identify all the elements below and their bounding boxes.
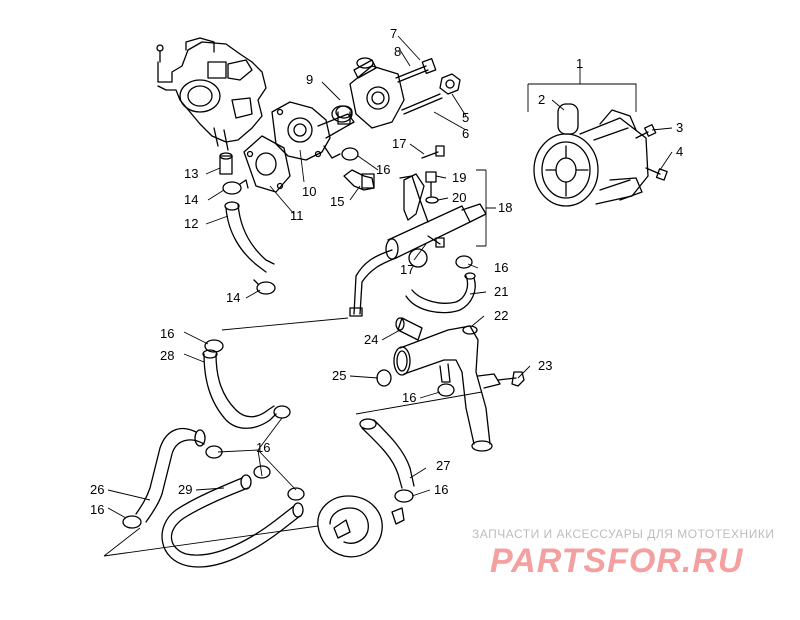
bracket-18 <box>403 173 425 221</box>
callout-16e: 16 <box>160 326 174 341</box>
clamp-16-g <box>122 515 142 529</box>
callout-12: 12 <box>184 216 198 231</box>
callout-3: 3 <box>676 120 683 135</box>
watermark-logo: PARTSFOR.RU <box>490 542 744 580</box>
clamp-16-a <box>341 147 359 161</box>
throttle-body <box>156 37 267 151</box>
lower-engine-fitting <box>317 495 405 558</box>
leader-bracket-18 <box>476 169 496 247</box>
hose-21 <box>405 272 476 314</box>
clamp-14-upper <box>222 179 249 195</box>
leader-bracket-1 <box>527 83 637 112</box>
leader-hose-28 <box>221 317 349 331</box>
bolt-23 <box>497 371 525 387</box>
bolt-7 <box>395 58 437 83</box>
callout-2: 2 <box>538 92 545 107</box>
callout-17b: 17 <box>400 262 414 277</box>
thermostat-cover <box>349 57 405 129</box>
callout-16d: 16 <box>434 482 448 497</box>
callout-20: 20 <box>452 190 466 205</box>
clamp-16-e <box>204 339 224 353</box>
callout-19: 19 <box>452 170 466 185</box>
thermostat <box>335 105 353 125</box>
pump-o-ring <box>557 103 579 135</box>
callout-7: 7 <box>390 26 397 41</box>
callout-28: 28 <box>160 348 174 363</box>
callout-16g: 16 <box>90 502 104 517</box>
callout-26: 26 <box>90 482 104 497</box>
fitting-24 <box>395 317 423 341</box>
stud-6 <box>401 93 443 115</box>
clamp-16-f <box>273 405 291 419</box>
callout-labels: 1 2 3 4 5 6 7 8 9 10 11 12 13 14 14 15 1… <box>90 26 683 517</box>
hose-26 <box>135 427 206 523</box>
nut-5 <box>439 73 461 95</box>
water-pump <box>533 109 649 207</box>
o-ring-25 <box>376 369 392 387</box>
callout-4: 4 <box>676 144 683 159</box>
clamp-16-b <box>455 255 473 269</box>
clamp-16-c <box>437 383 455 397</box>
clamp-16-d <box>394 489 414 503</box>
callout-18: 18 <box>498 200 512 215</box>
callout-16a: 16 <box>376 162 390 177</box>
pump-bolt-4 <box>645 167 668 181</box>
pump-bolt-3 <box>635 124 657 139</box>
leader-lines <box>107 35 673 519</box>
housing-gasket <box>243 135 291 193</box>
callout-6: 6 <box>462 126 469 141</box>
leader-2 <box>551 99 565 111</box>
callout-15: 15 <box>330 194 344 209</box>
callout-13: 13 <box>184 166 198 181</box>
callout-10: 10 <box>302 184 316 199</box>
callout-25: 25 <box>332 368 346 383</box>
callout-14a: 14 <box>184 192 198 207</box>
callout-16f: 16 <box>256 440 270 455</box>
callout-17a: 17 <box>392 136 406 151</box>
outlet-elbow <box>393 325 501 452</box>
bolt-17-upper <box>421 145 445 159</box>
leader-bottom <box>103 525 319 557</box>
fitting-13 <box>219 152 233 175</box>
temperature-sensor <box>343 169 375 191</box>
watermark-tagline: ЗАПЧАСТИ И АКСЕССУАРЫ ДЛЯ МОТОТЕХНИКИ <box>472 527 775 541</box>
hose-27 <box>359 418 415 489</box>
callout-27: 27 <box>436 458 450 473</box>
callout-9: 9 <box>306 72 313 87</box>
clamp-14-lower <box>253 279 276 295</box>
callout-16c: 16 <box>402 390 416 405</box>
callout-23: 23 <box>538 358 552 373</box>
clamp-16-j <box>287 487 305 501</box>
bolt-19 <box>425 171 437 197</box>
hose-12 <box>224 201 275 273</box>
callout-22: 22 <box>494 308 508 323</box>
leader-hose-27 <box>355 391 483 415</box>
hose-29 <box>161 474 304 568</box>
callout-24: 24 <box>364 332 378 347</box>
callout-11: 11 <box>290 208 304 223</box>
callout-1: 1 <box>576 56 583 71</box>
hose-28 <box>202 349 277 429</box>
callout-21: 21 <box>494 284 508 299</box>
callout-16b: 16 <box>494 260 508 275</box>
callout-29: 29 <box>178 482 192 497</box>
callout-8: 8 <box>394 44 401 59</box>
callout-14b: 14 <box>226 290 240 305</box>
callout-5: 5 <box>462 110 469 125</box>
clamp-16-i <box>253 465 271 479</box>
bolt-17-lower <box>427 235 445 248</box>
washer-20 <box>425 196 439 204</box>
